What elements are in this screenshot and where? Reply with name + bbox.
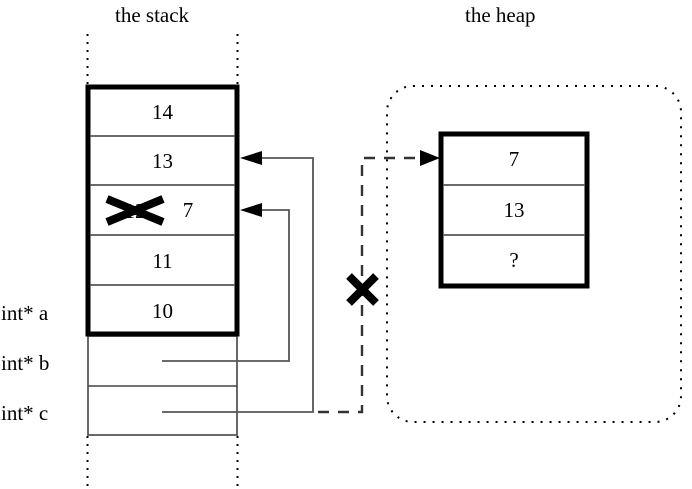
variable-label-c: int* c bbox=[1, 401, 49, 425]
heap-region-boundary bbox=[386, 85, 682, 423]
heap-cell-value-1: 7 bbox=[508, 147, 520, 171]
stack-cell-value-1: 14 bbox=[152, 100, 173, 124]
stack-title: the stack bbox=[115, 3, 190, 27]
stack-cell-value-5: 10 bbox=[152, 299, 173, 323]
strikeout-x-mark bbox=[105, 195, 165, 226]
stack-cell-value-3-replacement: 7 bbox=[182, 198, 194, 222]
variable-label-b: int* b bbox=[1, 351, 50, 375]
stack-frame-box bbox=[85, 84, 240, 337]
severed-heap-pointer bbox=[318, 150, 440, 414]
severed-x-mark bbox=[346, 273, 379, 306]
heap-cell-value-2: 13 bbox=[503, 198, 525, 222]
stack-cell-value-4: 11 bbox=[152, 249, 173, 273]
stack-cell-value-2: 13 bbox=[152, 149, 173, 173]
heap-cell-value-3: ? bbox=[509, 248, 519, 272]
heap-block-box bbox=[438, 131, 590, 289]
stack-cell-value-3-struck: 12 bbox=[124, 199, 146, 223]
variable-label-a: int* a bbox=[1, 301, 49, 325]
pointer-c-arrow-to-stack bbox=[162, 151, 314, 413]
pointer-b-arrow bbox=[162, 203, 290, 362]
heap-title: the heap bbox=[465, 3, 536, 27]
